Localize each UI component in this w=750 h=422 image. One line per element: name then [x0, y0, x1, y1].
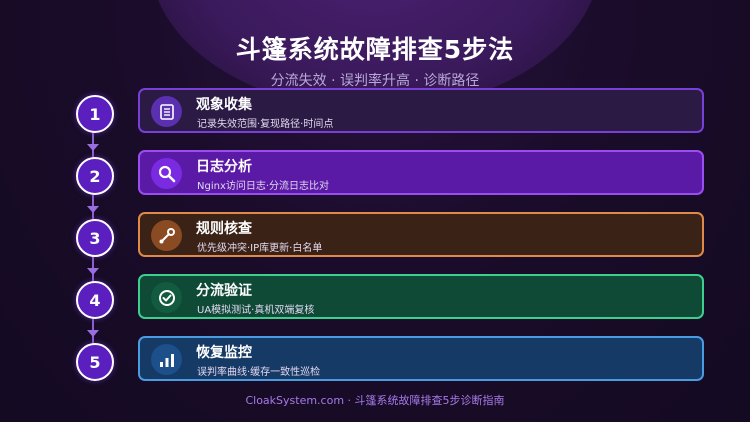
step-number-4: 4 [76, 281, 114, 319]
page-subtitle: 分流失效 · 误判率升高 · 诊断路径 [270, 73, 480, 89]
search-icon [151, 158, 182, 189]
step-arrow [87, 268, 99, 275]
step-number-2: 2 [76, 157, 114, 195]
step-arrow [87, 206, 99, 213]
step-description: 优先级冲突·IP库更新·白名单 [197, 243, 323, 254]
step-card-log-analysis: 日志分析 Nginx访问日志·分流日志比对 [138, 150, 704, 195]
bar-chart-icon [151, 344, 182, 375]
step-number-1: 1 [76, 95, 114, 133]
footer-caption: CloakSystem.com · 斗篷系统故障排查5步诊断指南 [245, 394, 505, 407]
step-title: 规则核查 [196, 221, 252, 237]
step-description: UA模拟测试·真机双端复核 [197, 305, 315, 316]
key-icon [151, 220, 182, 251]
step-title: 恢复监控 [196, 345, 252, 361]
step-arrow [87, 144, 99, 151]
step-description: 误判率曲线·缓存一致性巡检 [197, 367, 321, 378]
step-description: 记录失效范围·复现路径·时间点 [197, 119, 334, 130]
step-number-5: 5 [76, 343, 114, 381]
step-title: 观象收集 [196, 97, 252, 113]
step-title: 日志分析 [196, 159, 252, 175]
step-card-verify: 分流验证 UA模拟测试·真机双端复核 [138, 274, 704, 319]
step-number-3: 3 [76, 219, 114, 257]
document-icon [151, 96, 182, 127]
step-card-rule-check: 规则核查 优先级冲突·IP库更新·白名单 [138, 212, 704, 257]
check-circle-icon [151, 282, 182, 313]
step-card-observe: 观象收集 记录失效范围·复现路径·时间点 [138, 88, 704, 133]
page-title: 斗篷系统故障排查5步法 [235, 35, 515, 64]
step-description: Nginx访问日志·分流日志比对 [197, 181, 330, 192]
step-title: 分流验证 [196, 283, 252, 299]
step-card-monitor: 恢复监控 误判率曲线·缓存一致性巡检 [138, 336, 704, 381]
step-arrow [87, 330, 99, 337]
